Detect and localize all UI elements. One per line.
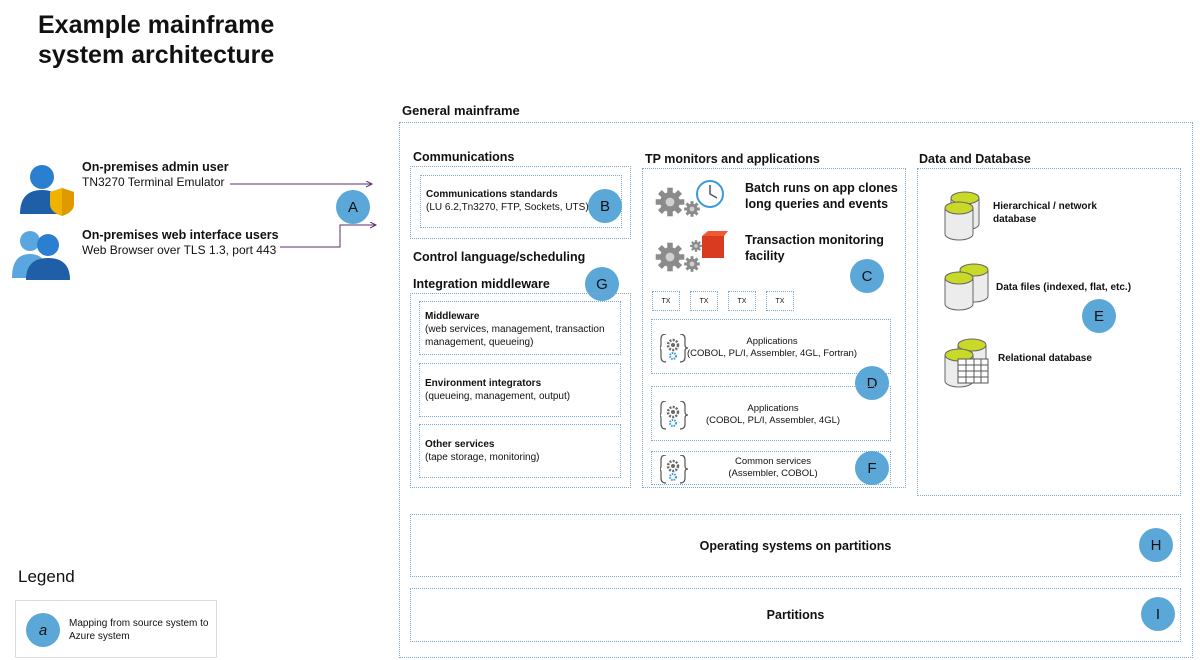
page-title: Example mainframe system architecture [38, 11, 275, 69]
tx-box: TX [652, 291, 680, 311]
transaction-gears-icon [655, 231, 728, 272]
environment-integrators-item: Environment integrators (queueing, manag… [419, 363, 621, 417]
communications-standards-detail: (LU 6.2,Tn3270, FTP, Sockets, UTS) [426, 202, 589, 213]
applications-box-1: Applications (COBOL, PL/I, Assembler, 4G… [651, 319, 891, 374]
web-users-icon [12, 231, 70, 280]
badge-e: E [1082, 299, 1116, 333]
middleware-header: Integration middleware [413, 277, 550, 291]
web-users: On-premises web interface users Web Brow… [12, 228, 279, 280]
data-box [917, 168, 1181, 496]
partitions-box: Partitions [410, 588, 1181, 642]
tx-box: TX [690, 291, 718, 311]
hierarchical-database-label: Hierarchical / network database [993, 201, 1097, 225]
applications-1-detail: (COBOL, PL/I, Assembler, 4GL, Fortran) [686, 348, 857, 359]
badge-d: D [855, 366, 889, 400]
environment-integrators-title: Environment integrators [425, 378, 542, 389]
applications-1-title: Applications [746, 336, 798, 347]
relational-database-icon [944, 338, 989, 388]
admin-user-detail: TN3270 Terminal Emulator [82, 175, 225, 189]
common-services-box: Common services (Assembler, COBOL) [651, 451, 891, 485]
applications-2-title: Applications [747, 403, 799, 414]
applications-1-text: Applications (COBOL, PL/I, Assembler, 4G… [680, 336, 864, 360]
partitions-label: Partitions [766, 608, 825, 622]
os-box: Operating systems on partitions [410, 514, 1181, 577]
app-code-icon [660, 401, 690, 431]
legend-title: Legend [18, 567, 75, 586]
communications-standards-title: Communications standards [426, 189, 558, 200]
applications-box-2: Applications (COBOL, PL/I, Assembler, 4G… [651, 386, 891, 441]
data-header: Data and Database [919, 152, 1031, 166]
common-services-title: Common services [734, 456, 812, 467]
tx-box: TX [728, 291, 756, 311]
data-files-label: Data files (indexed, flat, etc.) [996, 282, 1132, 293]
mainframe-label: General mainframe [402, 103, 520, 118]
admin-user: On-premises admin user TN3270 Terminal E… [16, 160, 229, 216]
middleware-item: Middleware (web services, management, tr… [419, 301, 621, 355]
web-users-detail: Web Browser over TLS 1.3, port 443 [82, 243, 277, 257]
middleware-box [410, 293, 631, 488]
badge-i: I [1141, 597, 1175, 631]
admin-user-icon [20, 165, 74, 216]
common-services-detail: (Assembler, COBOL) [728, 468, 818, 479]
other-services-detail: (tape storage, monitoring) [425, 452, 540, 463]
legend-badge: a [26, 613, 60, 647]
legend-box: a Mapping from source system to Azure sy… [15, 600, 217, 658]
communications-box [410, 166, 631, 239]
web-connector [280, 225, 376, 248]
badge-c: C [850, 259, 884, 293]
communications-header: Communications [413, 150, 515, 164]
relational-database-label: Relational database [998, 353, 1092, 364]
tx-box: TX [766, 291, 794, 311]
control-language-header: Control language/scheduling [413, 250, 586, 264]
middleware-item-detail: (web services, management, transaction m… [425, 324, 605, 348]
user-connectors [230, 0, 400, 248]
middleware-item-title: Middleware [425, 311, 480, 322]
web-users-name: On-premises web interface users [82, 228, 279, 242]
other-services-item: Other services (tape storage, monitoring… [419, 424, 621, 478]
badge-g: G [585, 267, 619, 301]
transaction-text: Transaction monitoring facility [745, 233, 884, 263]
applications-2-detail: (COBOL, PL/I, Assembler, 4GL) [705, 415, 841, 426]
badge-a: A [336, 190, 370, 224]
environment-integrators-detail: (queueing, management, output) [425, 391, 571, 402]
mainframe-box [399, 122, 1193, 658]
other-services-title: Other services [425, 439, 495, 450]
tp-box [642, 168, 906, 488]
applications-2-text: Applications (COBOL, PL/I, Assembler, 4G… [688, 403, 858, 427]
legend-text: Mapping from source system to Azure syst… [69, 618, 209, 642]
common-services-text: Common services (Assembler, COBOL) [688, 456, 858, 480]
batch-gears-icon [655, 180, 724, 217]
hierarchical-database-icon [944, 191, 980, 241]
app-code-icon [660, 455, 690, 485]
badge-h: H [1139, 528, 1173, 562]
batch-text: Batch runs on app clones long queries an… [745, 181, 898, 211]
badge-b: B [588, 189, 622, 223]
data-files-icon [944, 263, 989, 311]
tp-header: TP monitors and applications [645, 152, 820, 166]
os-label: Operating systems on partitions [699, 538, 892, 553]
admin-user-name: On-premises admin user [82, 160, 229, 174]
badge-f: F [855, 451, 889, 485]
